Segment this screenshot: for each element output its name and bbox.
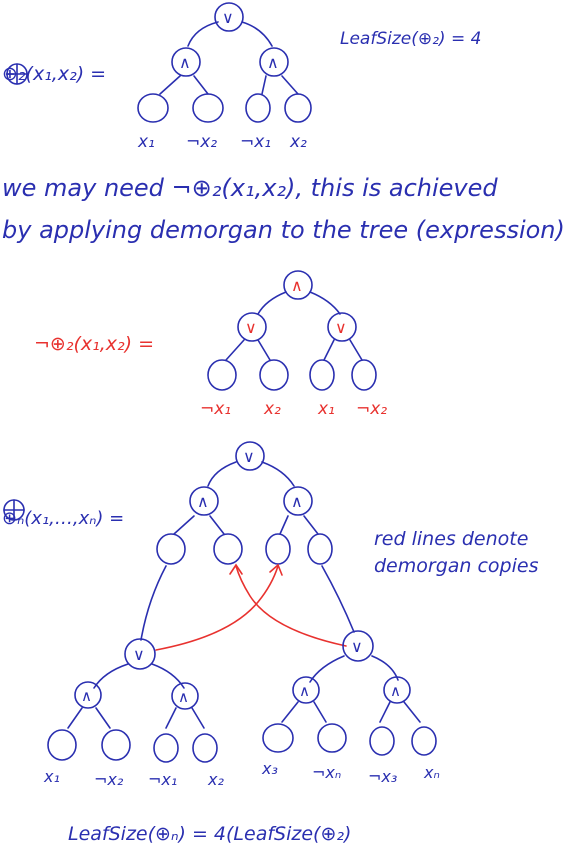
tree3-leaf-3 bbox=[153, 733, 179, 763]
tree3-sub-and-label-3: ∧ bbox=[299, 682, 310, 700]
tree2-or-label-right: ∨ bbox=[335, 318, 347, 337]
tree3-sub-and-label-1: ∧ bbox=[81, 687, 92, 705]
tree1-root-label: ∨ bbox=[222, 8, 234, 27]
tree3-leaf-label-1: x₁ bbox=[43, 767, 60, 786]
tree3-slot-1 bbox=[156, 533, 186, 565]
tree3-leaf-label-7: ¬x₃ bbox=[368, 767, 397, 786]
tree1-leaf-2 bbox=[192, 93, 224, 123]
tree1-and-label-left: ∧ bbox=[179, 53, 191, 72]
tree2-leaf-4 bbox=[351, 359, 377, 391]
tree2-or-node-left bbox=[237, 312, 267, 342]
tree3-leaf-7 bbox=[369, 726, 395, 756]
tree1-leaf-label-4: x₂ bbox=[289, 132, 307, 152]
explanation-text: we may need ¬⊕₂(x₁,x₂), this is achieved… bbox=[2, 174, 564, 244]
leaf-size-xor2-note: LeafSize(⊕₂) = 4 bbox=[340, 29, 481, 49]
tree3-sub-and-3 bbox=[292, 676, 320, 704]
explanation-line-2: by applying demorgan to the tree (expres… bbox=[2, 216, 564, 244]
tree3-sub-or-label-right: ∨ bbox=[351, 637, 363, 656]
tree3-leaf-label-3: ¬x₁ bbox=[148, 770, 177, 789]
tree3-slot-3 bbox=[265, 533, 291, 565]
tree3-leaf-1 bbox=[47, 729, 77, 761]
tree3-leaf-5 bbox=[262, 723, 294, 753]
tree3-sub-and-4 bbox=[383, 676, 411, 704]
section-xorn-tree: ⊕ₙ(x₁,…,xₙ) = red lines denote demorgan … bbox=[2, 441, 539, 845]
tree3-sub-and-1 bbox=[74, 681, 102, 709]
tree3-and-label-right: ∧ bbox=[291, 492, 303, 511]
tree3-leaf-2 bbox=[101, 729, 131, 761]
xorn-label: ⊕ₙ(x₁,…,xₙ) = bbox=[2, 508, 124, 529]
tree3-sub-or-label-left: ∨ bbox=[133, 645, 145, 664]
leaf-size-xorn-formula: LeafSize(⊕ₙ) = 4(LeafSize(⊕₂) bbox=[68, 823, 351, 845]
tree3-and-node-left bbox=[189, 486, 219, 516]
xor-symbol-icon bbox=[6, 63, 28, 85]
tree3-leaf-label-5: x₃ bbox=[261, 759, 278, 778]
tree3-leaf-label-8: xₙ bbox=[423, 763, 440, 782]
tree3-leaf-label-4: x₂ bbox=[207, 770, 224, 789]
tree2-root-label: ∧ bbox=[291, 276, 303, 295]
xor2-label: ⊕₂(x₁,x₂) = bbox=[2, 63, 106, 85]
tree2-leaf-label-4: ¬x₂ bbox=[356, 399, 387, 419]
tree3-and-node-right bbox=[283, 486, 313, 516]
tree3-sub-or-right bbox=[342, 630, 374, 662]
tree2-leaf-label-3: x₁ bbox=[317, 399, 335, 419]
tree3-leaf-label-6: ¬xₙ bbox=[312, 763, 341, 782]
tree1-leaf-label-3: ¬x₁ bbox=[240, 132, 271, 152]
tree3-sub-or-left bbox=[124, 638, 156, 670]
tree1-leaf-1 bbox=[137, 93, 169, 123]
red-lines-note-1: red lines denote bbox=[374, 528, 528, 550]
tree1-and-node-right bbox=[259, 47, 289, 77]
tree3-root-label: ∨ bbox=[243, 447, 255, 466]
tree2-edges bbox=[225, 291, 363, 361]
tree1-edges bbox=[159, 21, 299, 95]
tree2-leaf-2 bbox=[259, 359, 289, 391]
xorn-symbol-icon bbox=[3, 499, 25, 521]
tree2-leaf-1 bbox=[207, 359, 237, 391]
tree3-leaf-8 bbox=[411, 726, 437, 756]
tree2-leaf-label-1: ¬x₁ bbox=[200, 399, 231, 419]
demorgan-copy-lines bbox=[155, 563, 347, 651]
explanation-line-1: we may need ¬⊕₂(x₁,x₂), this is achieved bbox=[2, 174, 498, 202]
tree3-leaf-label-2: ¬x₂ bbox=[94, 770, 124, 789]
tree1-and-label-right: ∧ bbox=[267, 53, 279, 72]
section-xor2-tree: ⊕₂(x₁,x₂) = ∨ ∧ ∧ x₁ ¬x₂ ¬x₁ x₂ LeafSize… bbox=[2, 2, 481, 152]
tree1-leaf-4 bbox=[284, 93, 312, 123]
tree3-leaf-4 bbox=[192, 733, 218, 763]
tree3-sub-and-2 bbox=[171, 682, 199, 710]
tree1-root-node bbox=[214, 2, 244, 32]
tree1-leaf-label-2: ¬x₂ bbox=[186, 132, 217, 152]
tree3-sub-and-label-4: ∧ bbox=[390, 682, 401, 700]
red-lines-note-2: demorgan copies bbox=[374, 555, 539, 577]
tree3-and-label-left: ∧ bbox=[197, 492, 209, 511]
tree3-leaf-6 bbox=[317, 723, 347, 753]
not-xor2-label: ¬⊕₂(x₁,x₂) = bbox=[34, 333, 154, 355]
tree2-leaf-3 bbox=[309, 359, 335, 391]
tree2-leaf-label-2: x₂ bbox=[263, 399, 281, 419]
tree3-root-node bbox=[235, 441, 265, 471]
section-not-xor2-tree: ¬⊕₂(x₁,x₂) = ∧ ∨ ∨ ¬x₁ x₂ x₁ ¬x₂ bbox=[34, 270, 387, 419]
tree3-sub-and-label-2: ∧ bbox=[178, 688, 189, 706]
tree3-top-edges bbox=[173, 461, 319, 535]
tree3-long-edges bbox=[140, 565, 355, 641]
tree3-bottom-edges bbox=[67, 655, 421, 729]
tree3-slot-4 bbox=[307, 533, 333, 565]
tree3-slot-2 bbox=[213, 533, 243, 565]
tree2-root-node bbox=[283, 270, 313, 300]
tree1-leaf-3 bbox=[245, 93, 271, 123]
tree1-and-node-left bbox=[171, 47, 201, 77]
tree1-leaf-label-1: x₁ bbox=[137, 132, 155, 152]
tree2-or-label-left: ∨ bbox=[245, 318, 257, 337]
tree2-or-node-right bbox=[327, 312, 357, 342]
